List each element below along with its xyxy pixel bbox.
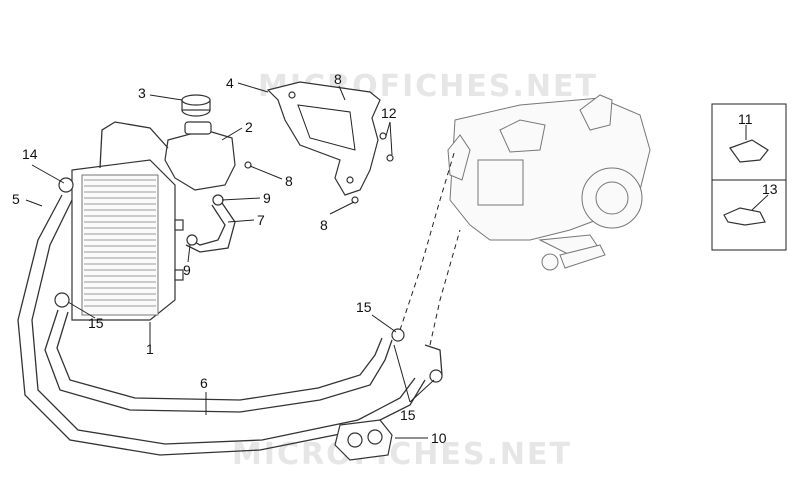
callout-15-radiator: 15 bbox=[88, 315, 104, 331]
coolant-hose-lower-inner bbox=[56, 311, 383, 401]
callout-6: 6 bbox=[200, 375, 208, 391]
callout-2: 2 bbox=[245, 119, 253, 135]
callout-labels: 1 2 3 4 5 6 7 8 8 8 9 9 10 11 12 13 14 1… bbox=[12, 71, 778, 446]
detail-box-13 bbox=[711, 179, 787, 251]
engine-assembly bbox=[447, 94, 651, 271]
callout-1: 1 bbox=[146, 341, 154, 357]
callout-8-bracket: 8 bbox=[334, 71, 342, 87]
routing-line-2 bbox=[429, 229, 461, 346]
routing-line bbox=[399, 149, 456, 331]
screw bbox=[351, 196, 359, 204]
hose-clamp bbox=[429, 369, 443, 383]
hose-clamp bbox=[212, 194, 224, 206]
callout-11: 11 bbox=[738, 111, 753, 127]
overflow-hose bbox=[99, 121, 169, 169]
hose-clamp bbox=[186, 234, 198, 246]
callout-9-upper: 9 bbox=[263, 190, 271, 206]
tank-hose-outline bbox=[185, 199, 236, 253]
leader-lines bbox=[25, 82, 769, 439]
expansion-tank bbox=[164, 121, 236, 191]
callout-7: 7 bbox=[257, 212, 265, 228]
callout-10: 10 bbox=[431, 430, 447, 446]
callout-13: 13 bbox=[762, 181, 778, 197]
tank-cap bbox=[181, 94, 211, 117]
coolant-hose-lower bbox=[44, 309, 393, 413]
callout-8-tank: 8 bbox=[285, 173, 293, 189]
callout-4: 4 bbox=[226, 75, 234, 91]
hose-clamp bbox=[54, 292, 70, 308]
hose-clamp bbox=[391, 328, 405, 342]
callout-5: 5 bbox=[12, 191, 20, 207]
screw bbox=[379, 132, 387, 140]
callout-3: 3 bbox=[138, 85, 146, 101]
callout-8-lower: 8 bbox=[320, 217, 328, 233]
watermark-bottom: MICROFICHES.NET bbox=[232, 437, 572, 472]
mounting-bracket bbox=[266, 81, 381, 196]
callout-12: 12 bbox=[381, 105, 397, 121]
hose-clamp bbox=[58, 177, 74, 193]
callout-14: 14 bbox=[22, 146, 38, 162]
callout-9-lower: 9 bbox=[183, 262, 191, 278]
callout-15-engine: 15 bbox=[400, 407, 416, 423]
coolant-hose-long bbox=[17, 194, 426, 456]
coolant-hose-long-inner bbox=[31, 199, 416, 445]
radiator bbox=[71, 159, 184, 321]
screw bbox=[244, 161, 252, 169]
hose-holder-bracket bbox=[334, 419, 393, 461]
screw bbox=[386, 154, 394, 162]
callout-15-hose: 15 bbox=[356, 299, 372, 315]
